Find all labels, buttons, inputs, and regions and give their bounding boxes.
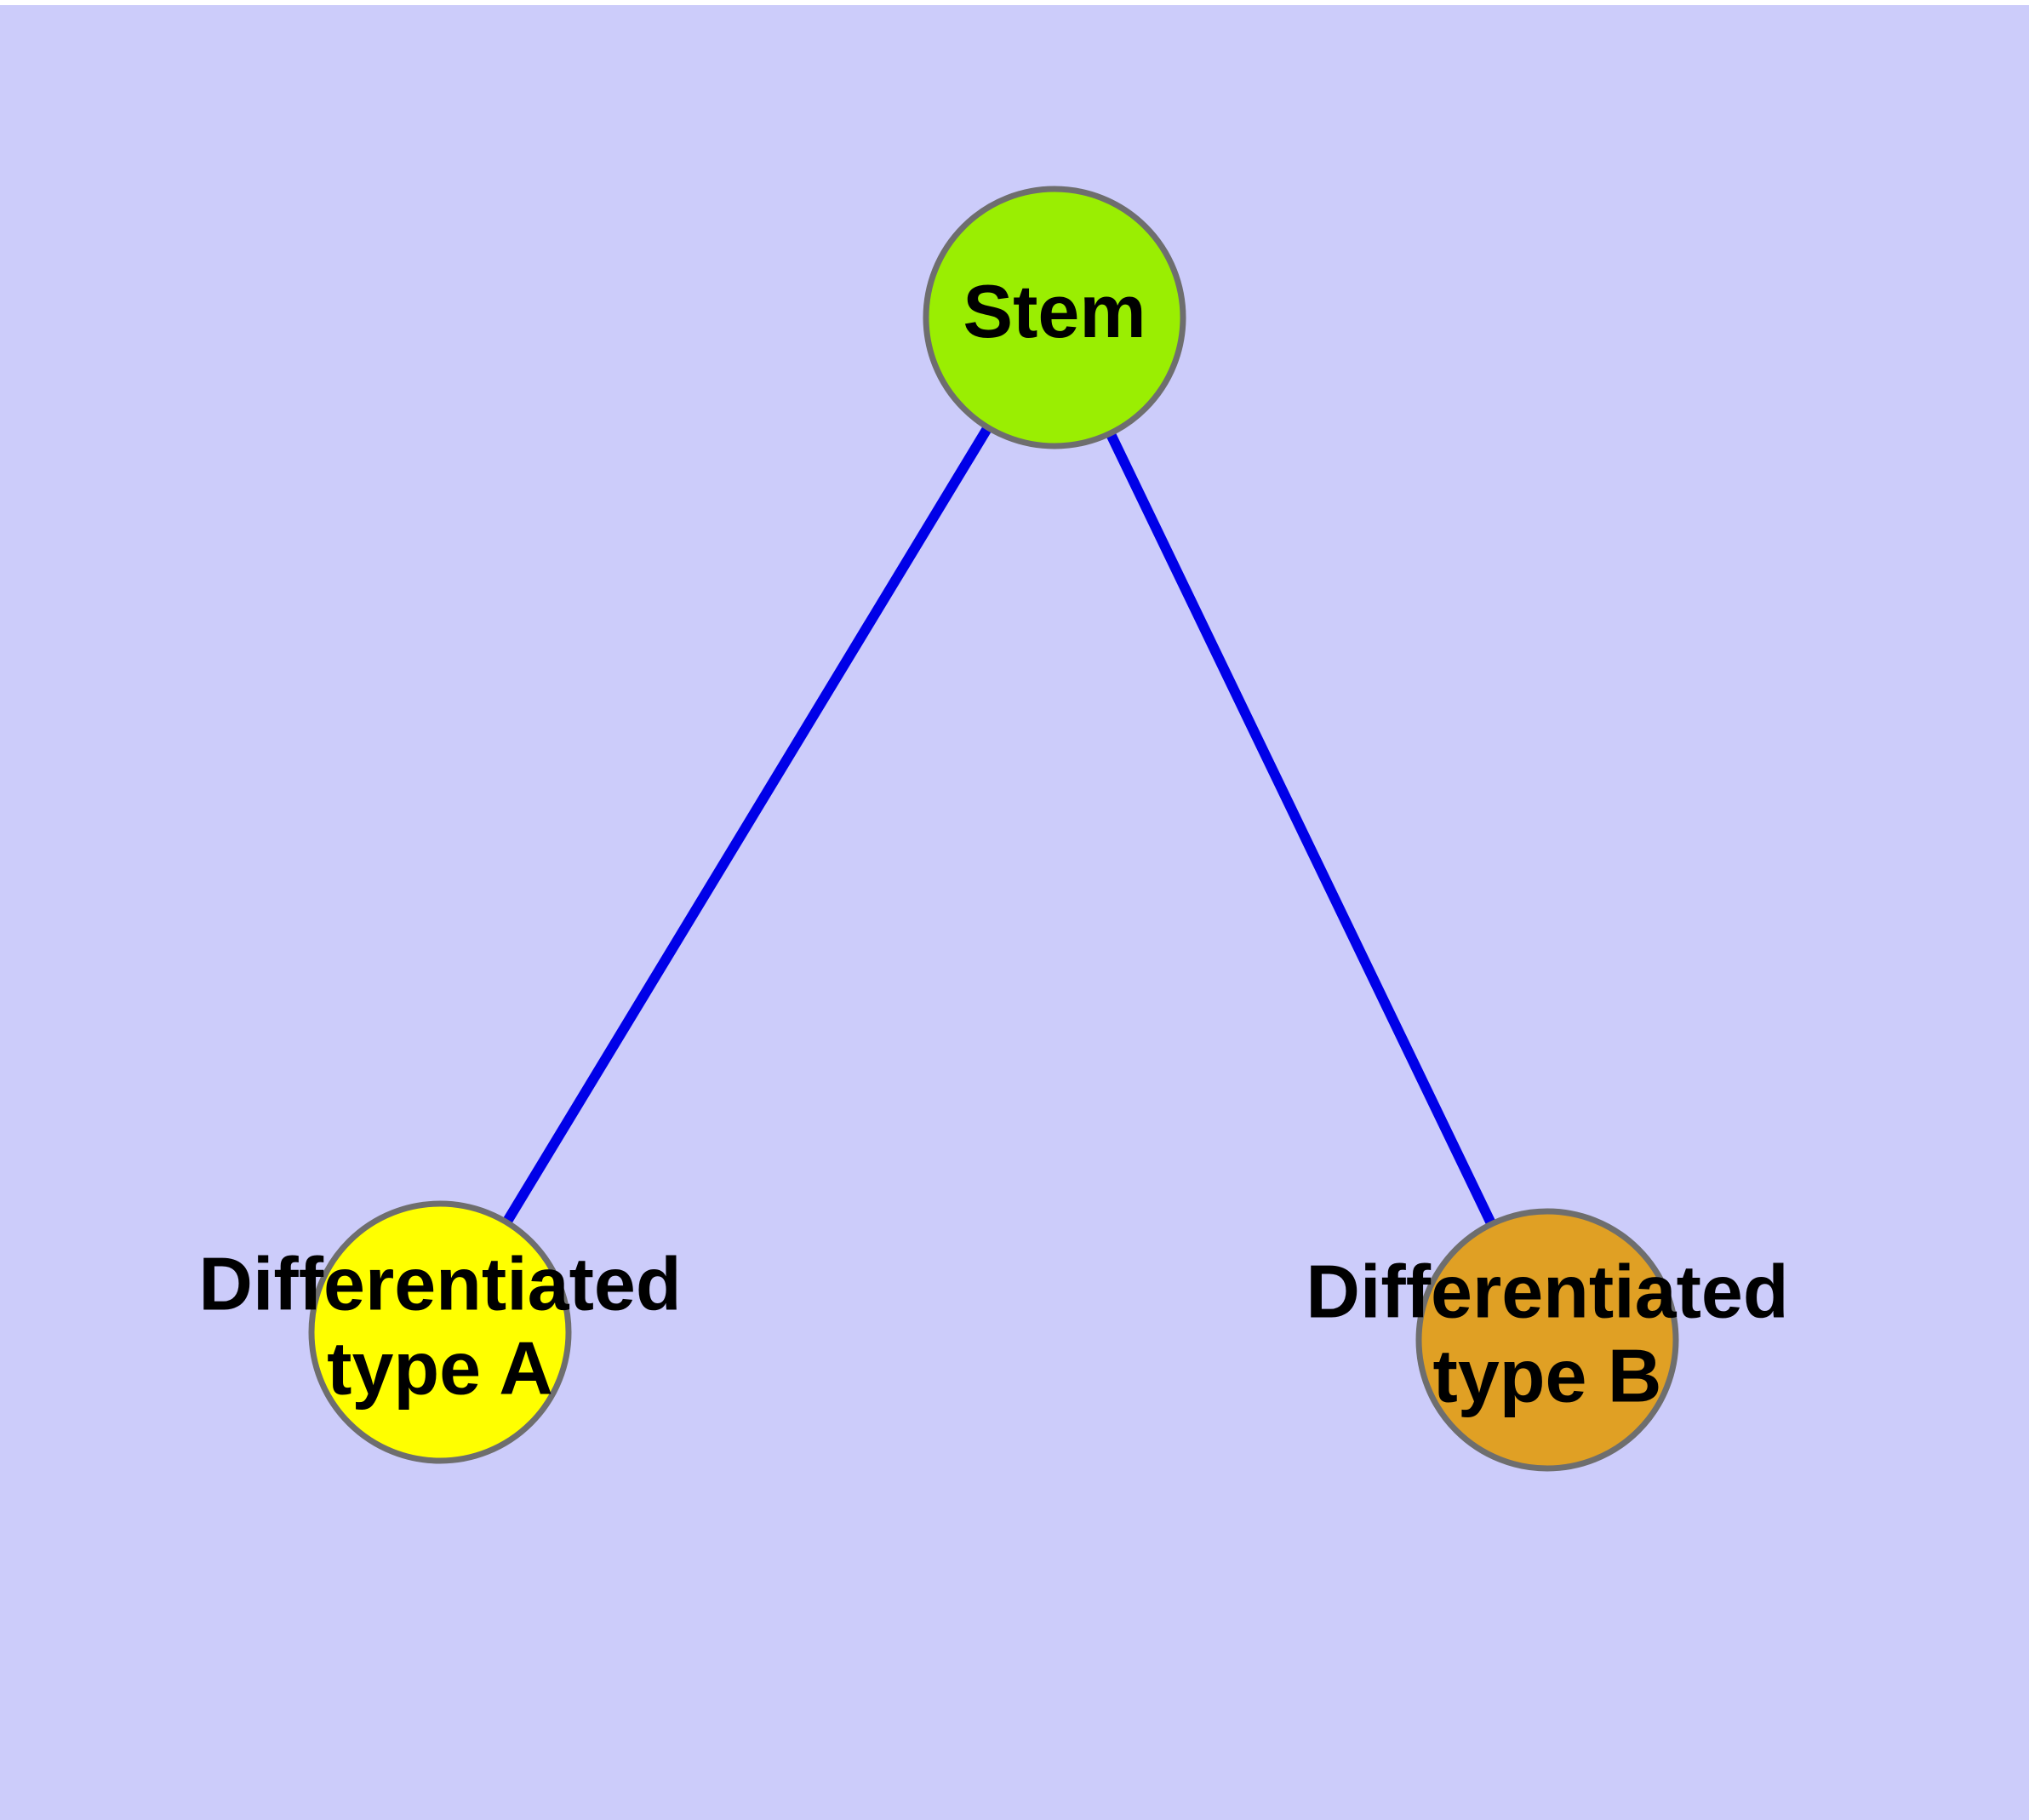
node-label-line: Stem (963, 269, 1146, 353)
node-label-line: type A (327, 1326, 553, 1411)
node-label-stem: Stem (963, 269, 1146, 353)
node-label-line: Differentiated (198, 1242, 681, 1326)
node-circle-diff_b[interactable] (1415, 1208, 1679, 1472)
node-circle-stem[interactable] (923, 186, 1186, 449)
node-label-line: Differentiated (1306, 1250, 1788, 1334)
node-label-line: type B (1433, 1334, 1662, 1418)
node-circle-diff_a[interactable] (308, 1200, 572, 1464)
node-stem[interactable]: Stem (923, 186, 1186, 449)
edges-layer (502, 425, 1496, 1227)
edge-stem-diff-b[interactable] (1106, 431, 1496, 1227)
edge-stem-diff-a[interactable] (502, 425, 992, 1225)
top-white-strip (0, 0, 2029, 5)
